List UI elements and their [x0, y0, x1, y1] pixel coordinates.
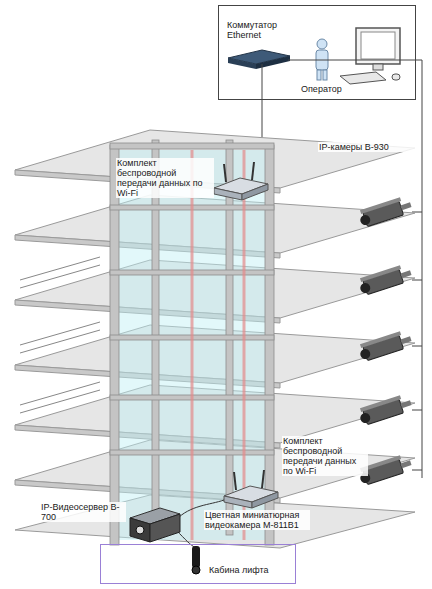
router-side	[242, 184, 268, 200]
sun-shield	[360, 197, 401, 214]
sun-shield	[360, 265, 401, 282]
guide-rail	[243, 150, 246, 540]
camera-mount	[400, 400, 411, 408]
antenna	[262, 470, 264, 488]
control-room-box: Коммутатор EthernetОператор	[218, 5, 416, 100]
antenna	[224, 164, 226, 182]
stand	[373, 64, 383, 70]
callout-label: Цветная миниатюрная видеокамера M-811B1	[204, 510, 310, 530]
rail	[20, 382, 100, 405]
beam	[110, 143, 274, 149]
server-port	[136, 526, 144, 534]
elevator-cabin: Кабина лифта	[100, 544, 296, 584]
camera-body	[192, 546, 200, 568]
ethernet-switch	[228, 50, 290, 69]
camera-mount	[400, 270, 411, 278]
mouse	[392, 74, 400, 80]
video-server	[130, 508, 180, 542]
sun-shield	[360, 331, 401, 348]
camera-mount	[400, 202, 411, 210]
ip-camera	[357, 263, 413, 296]
monitor	[356, 28, 400, 64]
ip-camera	[357, 195, 413, 228]
floor-slabs	[15, 130, 415, 548]
keyboard	[340, 72, 386, 84]
wifi-router	[224, 470, 278, 508]
camera-lens	[359, 282, 372, 295]
node-text: Кабина лифта	[209, 565, 289, 575]
wifi-router	[214, 162, 268, 200]
callout-label: IP-камеры B-930	[318, 142, 415, 152]
switch-side	[256, 56, 290, 69]
head	[317, 39, 327, 49]
leg	[317, 70, 321, 80]
wire	[412, 212, 422, 213]
antenna	[234, 472, 236, 490]
callout-label: Комплект беспроводной передачи данных по…	[116, 158, 214, 198]
wire	[412, 410, 422, 411]
railings	[20, 257, 100, 413]
callout-label: Комплект беспроводной передачи данных по…	[282, 436, 368, 476]
server-front	[130, 518, 150, 542]
camera-lens	[192, 566, 200, 574]
rail	[20, 257, 100, 280]
camera-lens	[359, 412, 372, 425]
wire	[412, 280, 422, 281]
slab	[15, 495, 415, 548]
wire	[412, 470, 422, 471]
computer	[340, 28, 400, 84]
mini-camera	[192, 546, 200, 574]
ip-camera	[357, 393, 413, 426]
node-text: Коммутатор Ethernet	[227, 20, 305, 40]
elevator-shaft	[110, 140, 274, 545]
rail	[20, 322, 100, 345]
guide-rail	[191, 150, 194, 540]
router-front	[224, 496, 252, 508]
camera-mount	[400, 460, 411, 468]
server-side	[150, 514, 180, 542]
camera-lens	[359, 214, 372, 227]
wire	[412, 346, 422, 347]
router-front	[214, 188, 242, 200]
ip-camera	[357, 329, 413, 362]
node-text: Оператор	[301, 84, 361, 94]
antenna	[252, 162, 254, 180]
camera-lens	[359, 348, 372, 361]
columns	[110, 140, 274, 545]
callout-label: IP-Видеосервер B-700	[40, 502, 126, 522]
screen	[361, 32, 395, 59]
switch-front	[228, 58, 256, 69]
camera-mount	[400, 336, 411, 344]
leg	[323, 70, 327, 80]
router-side	[252, 492, 278, 508]
sun-shield	[360, 395, 401, 412]
